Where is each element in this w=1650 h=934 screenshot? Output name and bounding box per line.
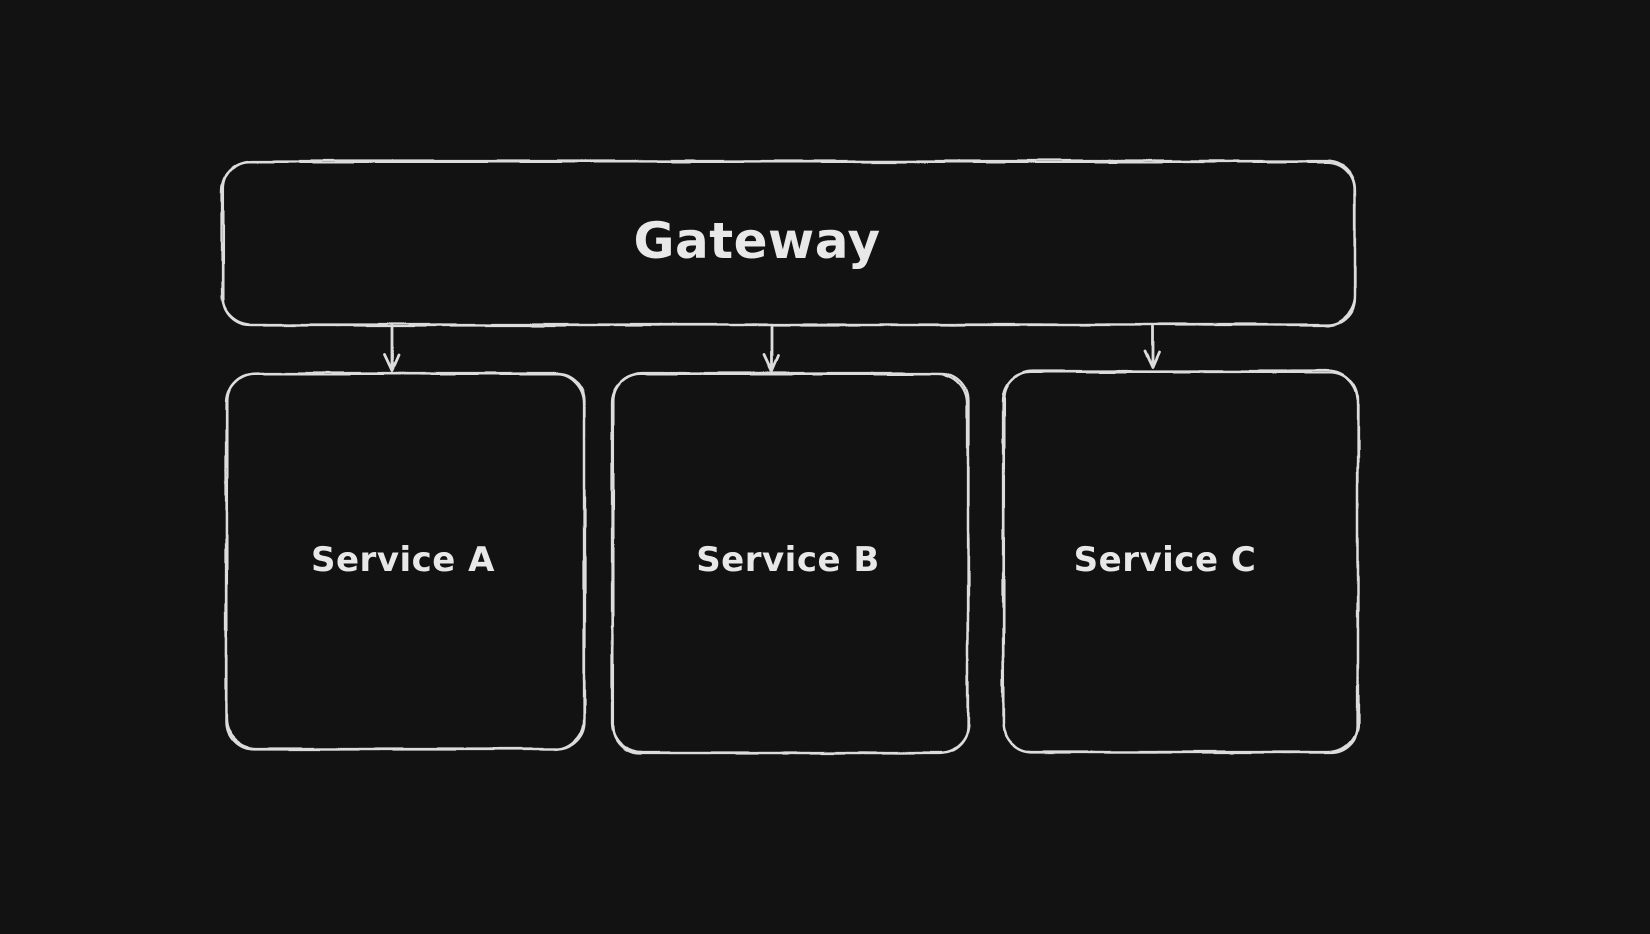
arrow-gateway-to-service-a[interactable] bbox=[383, 325, 400, 373]
arrow-gateway-to-service-b[interactable] bbox=[762, 325, 779, 372]
node-label-service-a: Service A bbox=[311, 540, 495, 580]
node-service-c[interactable] bbox=[1001, 369, 1360, 754]
node-label-gateway: Gateway bbox=[633, 212, 881, 270]
node-service-a[interactable] bbox=[224, 371, 586, 751]
node-label-service-b: Service B bbox=[696, 540, 880, 580]
node-service-b[interactable] bbox=[610, 371, 970, 755]
node-label-service-c: Service C bbox=[1073, 540, 1257, 580]
node-gateway[interactable] bbox=[220, 159, 1357, 327]
arrow-gateway-to-service-c[interactable] bbox=[1144, 325, 1161, 370]
